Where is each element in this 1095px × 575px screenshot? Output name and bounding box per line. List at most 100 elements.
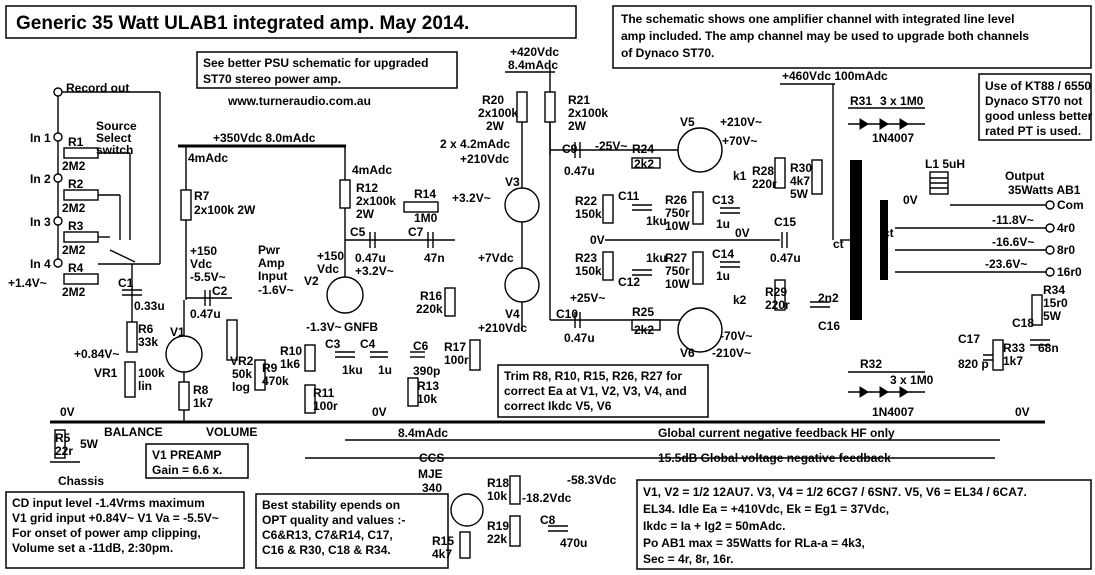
volume-potentiometer-vr2[interactable] [226,319,238,361]
r3-value: 2M2 [62,243,86,257]
c7-label: C7 [408,225,424,239]
description-box [612,5,1092,69]
r26-power: 10W [665,219,690,233]
output-label: Output [1005,169,1044,183]
c9-value: 0.47u [564,164,595,178]
r16-label: R16 [420,289,442,303]
r23-label: R23 [575,251,597,265]
resistor-r25 [631,319,661,331]
c1-value: 0.33u [134,299,165,313]
input-4-label: In 4 [30,257,51,271]
cd-input-line-1: CD input level -1.4Vrms maximum [12,496,205,510]
source-select-switch[interactable] [98,92,161,265]
ct-primary-label: ct [833,237,844,251]
input-3-label: In 3 [30,215,51,229]
diode-icon [879,386,889,398]
ccs-label: CCS [419,451,444,465]
c18-value: 68n [1038,341,1059,355]
vr2-label: VR2 [230,354,254,368]
c5-label: C5 [350,225,366,239]
r14-value: 1M0 [414,211,438,225]
vr2-taper: log [232,380,250,394]
v6-label: V6 [680,346,695,360]
resistor-r27 [692,251,704,285]
r19-label: R19 [487,519,509,533]
resistor-r14 [403,201,439,213]
tube-v4 [504,267,540,303]
transistor-label-1: MJE [418,467,443,481]
r9-label: R9 [262,361,278,375]
r1-label: R1 [68,135,84,149]
resistor-r3 [63,231,99,243]
vr1-value: 100k [138,366,165,380]
r34-label: R34 [1043,283,1065,297]
input-jack-3 [53,216,63,226]
diode-icon [859,386,869,398]
output-zero-v-label: 0V [903,193,918,207]
r27-label: R27 [665,251,687,265]
r10-value: 1k6 [280,357,300,371]
v4-grid-voltage: +7Vdc [478,251,514,265]
c12-label: C12 [618,275,640,289]
diode-icon [879,118,889,130]
pwr-amp-label-3: Input [258,269,287,283]
c2-value: 0.47u [190,307,221,321]
resistor-r22 [602,194,614,224]
v5-label: V5 [680,115,695,129]
r30-label: R30 [790,161,812,175]
output-transformer-core [850,160,862,320]
r21-power: 2W [568,119,587,133]
r24-label: R24 [632,142,654,156]
specs-line-4: Po AB1 max = 35Watts for RLa-a = 4k3, [643,536,865,550]
resistor-r21 [544,91,556,123]
4r-output-voltage: -11.8V~ [992,213,1034,227]
resistor-r19 [509,515,521,547]
ground-label-1: 0V [60,405,75,419]
c2-label: C2 [212,284,228,298]
r31-label: R31 [850,94,872,108]
r18-value: 10k [487,489,507,503]
resistor-r9 [254,359,266,391]
description-line-3: of Dynaco ST70. [621,46,714,60]
r5-value: 22r [55,444,73,458]
balance-potentiometer-vr1[interactable] [124,361,136,398]
input-jack-1 [53,132,63,142]
r7-label: R7 [194,189,210,203]
kt88-warning-line-3: good unless better [985,109,1093,123]
16r-output-jack [1045,267,1055,277]
c7-value: 47n [424,251,445,265]
cathode-bias-zero-label: 0V [735,226,750,240]
c10-label: C10 [556,307,578,321]
r20-label: R20 [482,93,504,107]
current-feedback-label: Global current negative feedback HF only [658,426,895,440]
r22-value: 150k [575,207,602,221]
v1-preamp-line-2: Gain = 6.6 x. [152,463,222,477]
r21-value: 2x100k [568,106,608,120]
r33-label: R33 [1003,341,1025,355]
c13-label: C13 [712,193,734,207]
v3-grid-voltage: +3.2V~ [452,191,491,205]
website-url[interactable]: www.turneraudio.com.au [227,94,371,108]
d-upper-label: 1N4007 [872,131,914,145]
specs-line-2: EL34. Idle Ea = +410Vdc, Ek = Eg1 = 37Vd… [643,502,889,516]
ccs-current-label: 8.4mAdc [398,426,448,440]
kt88-warning-line-4: rated PT is used. [985,124,1081,138]
psu-note-line-2: ST70 stereo power amp. [203,72,341,86]
l1-label: L1 5uH [925,157,965,171]
cd-input-line-4: Volume set a -11dB, 2:30pm. [12,541,173,555]
transistor-mje340 [450,493,484,527]
cd-input-box [5,491,245,569]
r15-value: 4k7 [432,547,452,561]
c6-label: C6 [413,339,429,353]
k2-label: k2 [733,293,747,307]
r26-label: R26 [665,193,687,207]
r33-value: 1k7 [1003,354,1023,368]
tube-v6 [677,307,723,353]
input-jacks [53,132,63,268]
v3-v4-current: 2 x 4.2mAdc [440,137,510,151]
r28-label: R28 [752,164,774,178]
resistor-r2 [63,189,99,201]
resistor-r15 [459,531,471,559]
balance-label: BALANCE [104,425,163,439]
